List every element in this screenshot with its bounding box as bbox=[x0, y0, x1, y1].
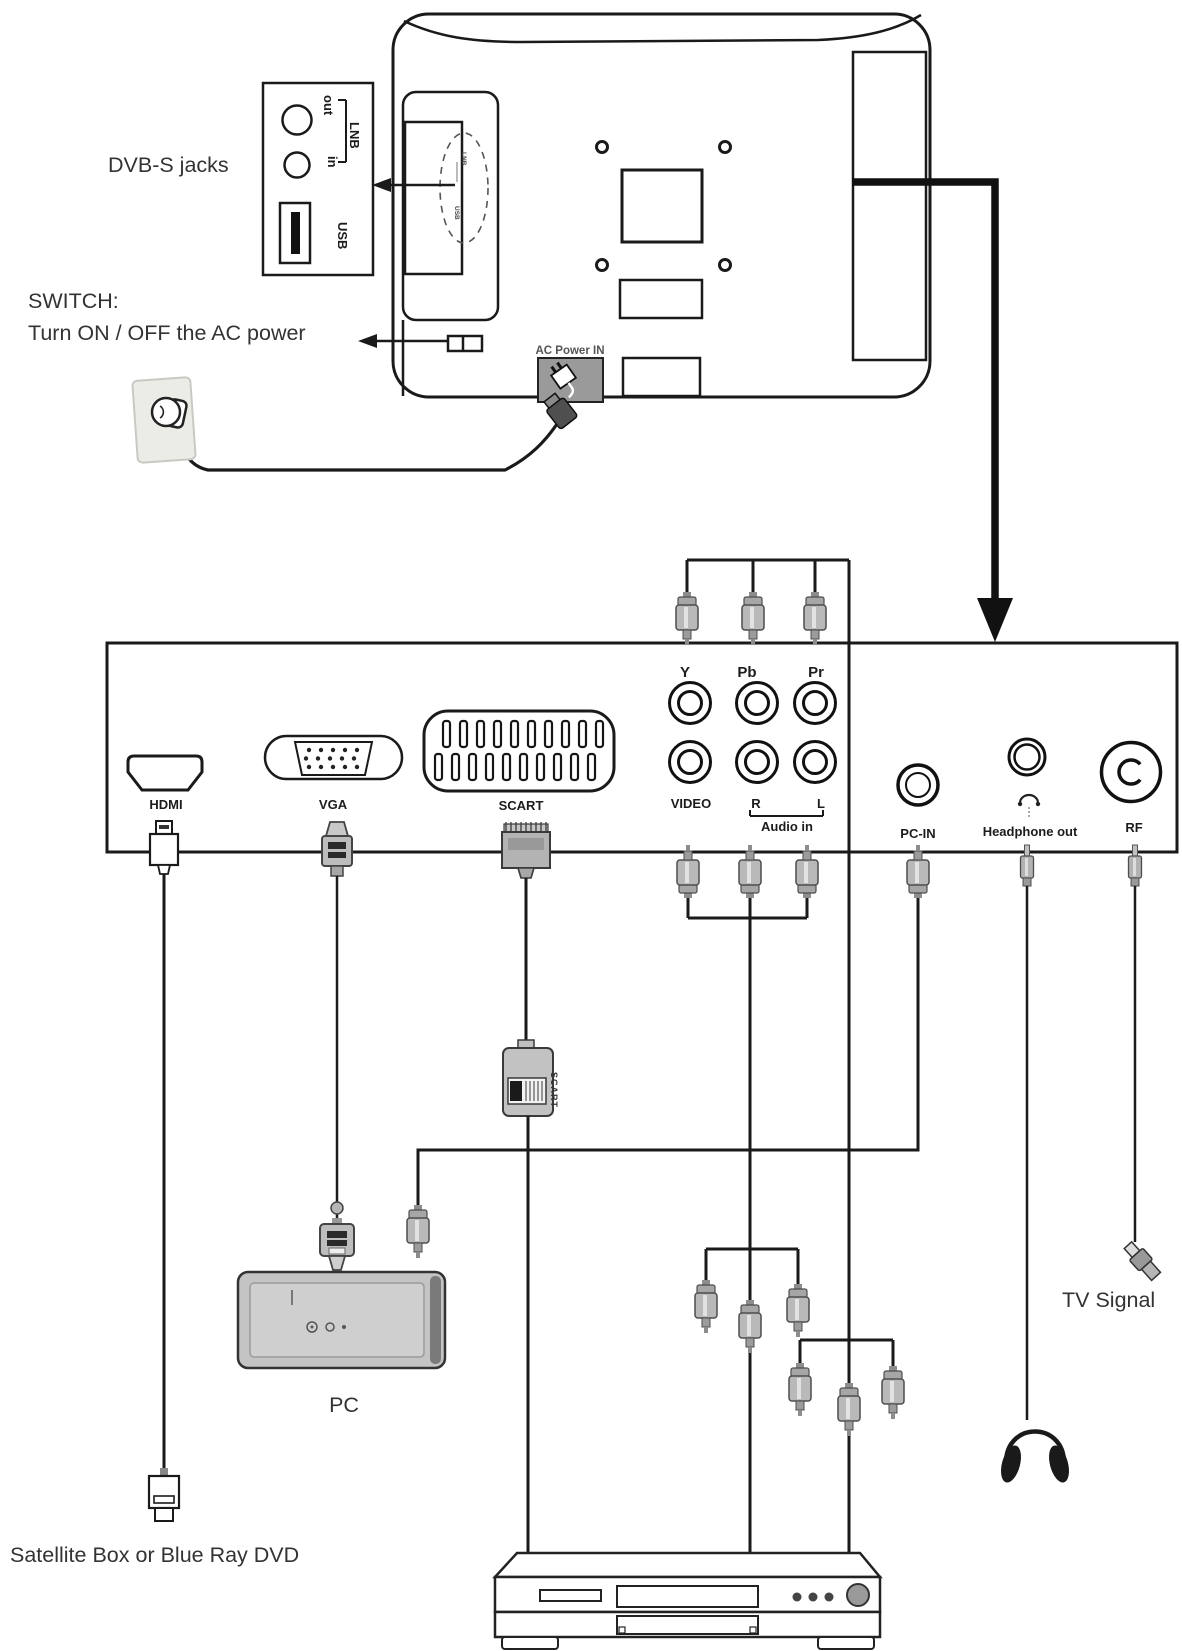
switch-description: Turn ON / OFF the AC power bbox=[28, 321, 306, 345]
scart-plug-top bbox=[501, 822, 551, 879]
headphone-cable-chain bbox=[1001, 844, 1069, 1483]
vga-cable-bead bbox=[330, 1201, 344, 1215]
lnb-out-label: out bbox=[321, 95, 336, 116]
lnb-in-label: in bbox=[325, 156, 340, 168]
tv-right-recess bbox=[851, 50, 928, 362]
hdmi-port bbox=[126, 754, 204, 792]
vesa-mount-square bbox=[620, 168, 704, 244]
ac-power-in-label: AC Power IN bbox=[535, 345, 604, 357]
usb-label: USB bbox=[335, 222, 350, 249]
lnb-in-jack bbox=[283, 151, 311, 179]
av-bundle-a bbox=[694, 1247, 810, 1556]
hdmi-cable-chain bbox=[147, 820, 181, 1522]
vga-plug-bottom bbox=[319, 1218, 355, 1271]
satellite-box-label: Satellite Box or Blue Ray DVD bbox=[10, 1543, 299, 1567]
wall-plug bbox=[150, 396, 188, 429]
audio-in-label: Audio in bbox=[761, 819, 813, 834]
switch-title: SWITCH: bbox=[28, 289, 119, 313]
video-label: VIDEO bbox=[671, 796, 711, 811]
scart-port bbox=[422, 709, 616, 793]
component-y-label: Y bbox=[680, 664, 690, 681]
vga-cable-chain bbox=[319, 821, 355, 1271]
ac-cord-connector bbox=[542, 392, 578, 430]
rf-jack bbox=[1099, 740, 1163, 804]
dvbs-jacks-panel: out in LNB USB bbox=[261, 81, 375, 277]
component-pb-label: Pb bbox=[737, 664, 756, 681]
rca-jacks bbox=[668, 681, 837, 784]
tv-vent-rect bbox=[618, 278, 704, 320]
ac-inlet-icon bbox=[549, 361, 578, 399]
hdmi-plug-bottom bbox=[147, 1468, 181, 1522]
component-pr-label: Pr bbox=[808, 664, 824, 681]
ac-power-area: AC Power IN bbox=[131, 345, 605, 472]
audio-plugs-below bbox=[676, 844, 819, 1300]
pc-in-label: PC-IN bbox=[900, 826, 935, 841]
tiny-usb-label: USB bbox=[453, 206, 460, 220]
pc-box bbox=[236, 1270, 447, 1370]
audio-in-bracket bbox=[749, 810, 824, 817]
rf-antenna-connector bbox=[1123, 1240, 1162, 1282]
switch-arrow bbox=[358, 334, 448, 348]
tv-bottom-rect bbox=[621, 356, 702, 398]
vga-port bbox=[263, 734, 404, 781]
dvbs-arrow bbox=[372, 178, 455, 192]
rf-cable-chain: TV Signal bbox=[1062, 844, 1162, 1312]
scart-adapter: SCART bbox=[502, 1039, 559, 1117]
hdmi-label: HDMI bbox=[149, 797, 182, 812]
vesa-screw-holes bbox=[595, 140, 732, 272]
headphones bbox=[1001, 1429, 1069, 1483]
pc-label: PC bbox=[329, 1393, 359, 1417]
tv-signal-label: TV Signal bbox=[1062, 1288, 1155, 1312]
component-plugs-top bbox=[675, 591, 827, 646]
dvbs-location-ellipse bbox=[439, 132, 489, 244]
tiny-lnb-label: LNB bbox=[460, 152, 467, 166]
tv-left-recess: LNB USB bbox=[401, 90, 500, 396]
connection-panel: HDMI VGA SCART Y Pb Pr bbox=[105, 641, 1179, 854]
usb-port bbox=[278, 201, 312, 265]
audio-l-label: L bbox=[817, 796, 825, 811]
vga-label: VGA bbox=[319, 797, 348, 812]
dvbs-jacks-label: DVB-S jacks bbox=[108, 153, 229, 177]
pc-in-cable-chain bbox=[406, 844, 930, 1259]
lnb-out-jack bbox=[281, 104, 313, 136]
scart-label: SCART bbox=[499, 798, 544, 813]
tv-top-bezel-curve bbox=[403, 13, 922, 44]
dvd-player bbox=[492, 1551, 883, 1650]
headphone-out-label: Headphone out bbox=[983, 824, 1078, 839]
hdmi-plug-top bbox=[148, 820, 180, 875]
scart-adapter-label: SCART bbox=[549, 1072, 559, 1108]
vga-plug-top bbox=[321, 821, 353, 877]
lnb-label: LNB bbox=[347, 122, 362, 149]
headphone-jack bbox=[1007, 737, 1047, 777]
tv-back-panel: LNB USB bbox=[391, 12, 932, 399]
dvd-knob bbox=[846, 1583, 870, 1607]
av-bundle-b bbox=[788, 1338, 905, 1556]
power-cord bbox=[174, 423, 559, 472]
audio-r-label: R bbox=[751, 796, 761, 811]
headphone-icon bbox=[1017, 793, 1041, 819]
dvd-tray bbox=[616, 1585, 759, 1608]
component-cable-bundle-top bbox=[685, 558, 849, 592]
scart-cable-chain: SCART bbox=[501, 822, 559, 1556]
rf-label: RF bbox=[1125, 820, 1142, 835]
power-switch bbox=[446, 334, 484, 353]
signal-cable-arrow bbox=[852, 178, 1013, 642]
pc-in-jack bbox=[896, 763, 940, 807]
